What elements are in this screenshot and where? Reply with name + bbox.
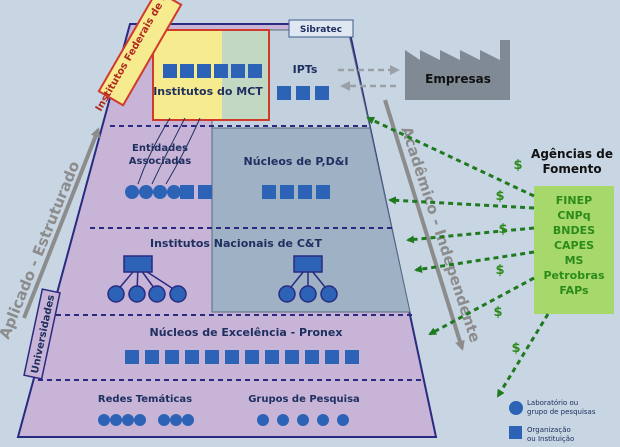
sibratec-label: Sibratec xyxy=(300,25,342,35)
entidades-nodes xyxy=(125,185,212,199)
dollar-sign: $ xyxy=(513,158,522,173)
agency-ms: MS xyxy=(565,254,584,267)
dollar-sign: $ xyxy=(495,189,504,204)
agencias-list: FINEP CNPq BNDES CAPES MS Petrobras FAPs xyxy=(543,194,604,297)
entidades-label-1: Entidades xyxy=(132,143,188,154)
inct-network-left xyxy=(107,255,187,303)
agency-petrobras: Petrobras xyxy=(543,269,604,282)
entidades-curves xyxy=(137,117,201,185)
institutos-federais-border xyxy=(152,29,270,121)
aplicado-axis-arrow xyxy=(22,127,101,319)
nucleos-pdi-squares xyxy=(262,185,330,199)
funding-arrows xyxy=(366,116,550,398)
grupos-pesquisa-label: Grupos de Pesquisa xyxy=(248,394,360,405)
institutos-nacionais-label: Institutos Nacionais de C&T xyxy=(150,237,322,250)
mct-squares xyxy=(163,64,262,78)
inct-network-right xyxy=(278,255,338,303)
agency-finep: FINEP xyxy=(556,194,592,207)
dollar-signs: $ $ $ $ $ $ xyxy=(493,158,522,356)
institutos-mct-label: Institutos do MCT xyxy=(153,85,263,98)
legend-lab-text-1: Laboratório ou xyxy=(527,399,578,407)
dollar-sign: $ xyxy=(495,263,504,278)
ipts-squares xyxy=(277,86,329,100)
empresas-factory-icon xyxy=(405,40,510,100)
agency-faps: FAPs xyxy=(559,284,589,297)
pronex-label: Núcleos de Excelência - Pronex xyxy=(150,326,343,339)
nucleos-pdi-label: Núcleos de P,D&I xyxy=(244,155,349,168)
agencias-box xyxy=(534,186,614,314)
legend-org-text-1: Organização xyxy=(527,426,571,434)
dollar-sign: $ xyxy=(511,341,520,356)
agency-cnpq: CNPq xyxy=(557,209,590,222)
legend: Laboratório ou grupo de pesquisas Organi… xyxy=(509,399,596,443)
agency-capes: CAPES xyxy=(554,239,594,252)
redes-tematicas-label: Redes Temáticas xyxy=(98,393,192,405)
dollar-sign: $ xyxy=(498,222,507,237)
agency-bndes: BNDES xyxy=(553,224,595,237)
pronex-squares xyxy=(125,350,359,364)
legend-lab-icon xyxy=(509,401,523,415)
sibratec-box xyxy=(288,19,354,38)
empresas-label: Empresas xyxy=(425,72,491,86)
legend-org-text-2: ou Instituição xyxy=(527,435,574,443)
agencias-heading-2: Fomento xyxy=(542,162,601,176)
ipts-label: IPTs xyxy=(293,63,318,76)
dollar-sign: $ xyxy=(493,305,502,320)
legend-org-icon xyxy=(509,426,522,439)
redes-nodes xyxy=(98,414,194,426)
agencias-heading-1: Agências de xyxy=(531,147,613,161)
legend-lab-text-2: grupo de pesquisas xyxy=(527,408,596,416)
grupos-nodes xyxy=(257,414,349,426)
academico-axis-arrow xyxy=(383,99,465,351)
entidades-label-2: Associadas xyxy=(129,156,192,167)
